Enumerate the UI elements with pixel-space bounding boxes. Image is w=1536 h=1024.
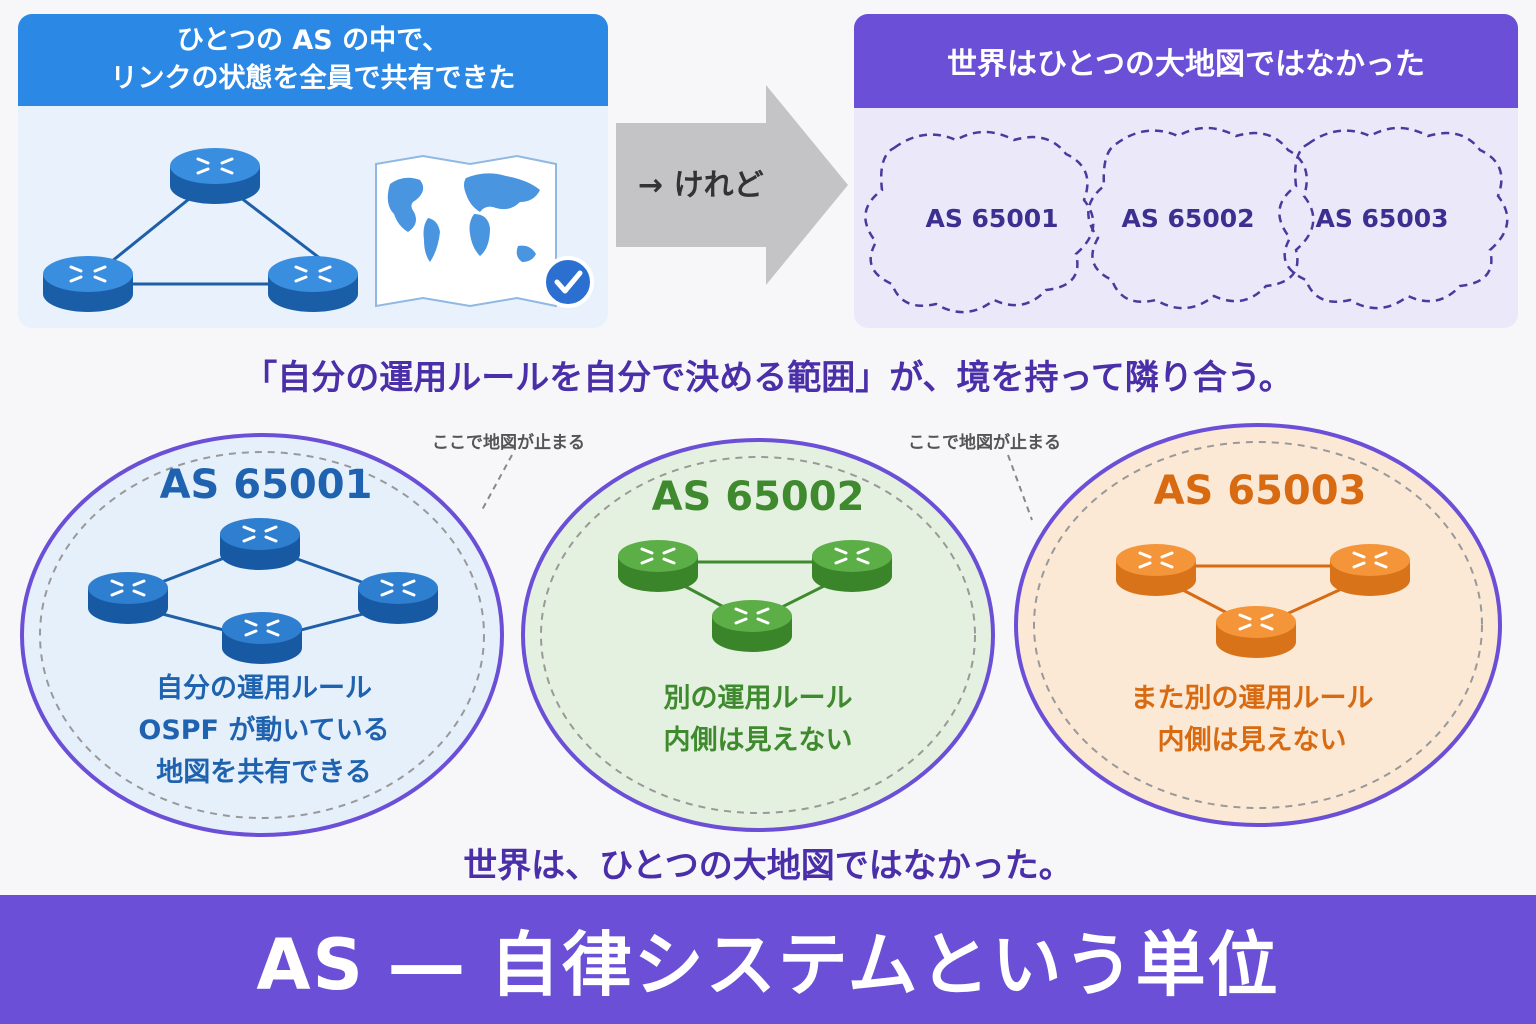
as-65002-title: AS 65002 [651,474,865,520]
as-cloud-label-2: AS 65002 [1121,204,1255,233]
as-65001-description: 自分の運用ルール OSPF が動いている 地図を共有できる [94,668,434,794]
as-clouds [864,126,1509,314]
as-cloud-2 [1087,126,1315,310]
as-65001-circle [20,433,504,837]
as-65003-description: また別の運用ルール 内側は見えない [1082,678,1422,762]
multi-as-panel-header: 世界はひとつの大地図ではなかった [854,14,1518,108]
as-cloud-label-1: AS 65001 [925,204,1059,233]
boundary-note-1: ここで地図が止まる [432,433,585,453]
as-65001-line-2: OSPF が動いている [138,715,390,746]
boundary-pointer-1 [481,454,513,511]
multi-as-panel: 世界はひとつの大地図ではなかった AS 65001 AS 65002 AS 65… [854,14,1518,328]
router-icon [1330,544,1410,598]
checkmark-icon [542,256,594,308]
footer-title: AS ― 自律システムという単位 [0,895,1536,1024]
arrow-shape [616,85,848,285]
conclusion-statement: 世界は、ひとつの大地図ではなかった。 [463,846,1073,886]
boundary-pointer-2 [1007,454,1033,521]
as-65002-description: 別の運用ルール 内側は見えない [588,678,928,762]
router-icon [358,572,438,626]
as-65003-circle [1014,423,1502,827]
as-65003-line-2: 内側は見えない [1157,725,1347,756]
router-icon [222,612,302,666]
single-as-network [43,148,594,314]
as-65003-line-1: また別の運用ルール [1130,683,1374,714]
single-as-panel-header: ひとつの AS の中で、 リンクの状態を全員で共有できた [18,14,608,106]
as-65001-title: AS 65001 [159,462,373,508]
as-65003-title: AS 65003 [1153,468,1367,514]
router-icon [812,540,892,594]
router-icon [618,540,698,594]
as-65002-circle [521,438,995,832]
router-icon [1216,606,1296,660]
as-65002-line-2: 内側は見えない [663,725,853,756]
as-cloud-1 [864,130,1095,314]
as-65001-line-3: 地図を共有できる [156,757,372,788]
as-65002-line-1: 別の運用ルール [663,683,853,714]
as-cloud-3 [1278,126,1509,310]
world-map-icon [375,154,557,308]
as-65001-line-1: 自分の運用ルール [156,673,372,704]
boundary-statement: 「自分の運用ルールを自分で決める範囲」が、境を持って隣り合う。 [243,358,1293,398]
transition-arrow: → けれど [616,85,856,285]
arrow-label: → けれど [638,168,764,203]
router-icon [1116,544,1196,598]
boundary-note-2: ここで地図が止まる [908,433,1061,453]
single-as-title-line1: ひとつの AS の中で、 [176,25,450,56]
single-as-panel: ひとつの AS の中で、 リンクの状態を全員で共有できた [18,14,608,328]
router-icon [88,572,168,626]
as-cloud-label-3: AS 65003 [1315,204,1449,233]
single-as-title-line2: リンクの状態を全員で共有できた [110,63,516,94]
router-icon [712,600,792,654]
router-icon [220,518,300,572]
